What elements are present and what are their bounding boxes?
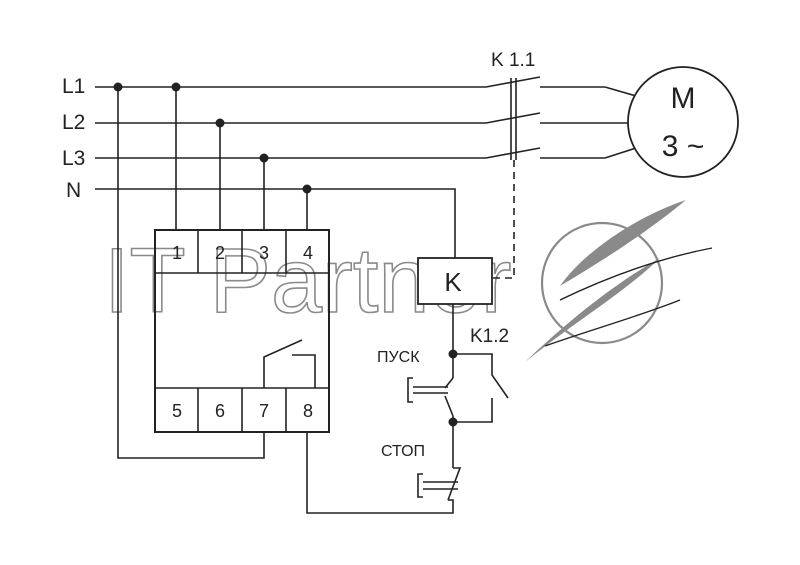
- coil-k: K: [417, 257, 493, 305]
- relay-block: 1 2 3 4 5 6 7 8: [154, 229, 330, 433]
- motor-rating: 3 ~: [662, 130, 705, 163]
- motor-icon: [627, 66, 739, 178]
- terminal-3: 3: [259, 243, 269, 263]
- terminal-2: 2: [215, 243, 225, 263]
- line-label-n: N: [66, 179, 81, 202]
- main-contactor-k11: K 1.1: [485, 50, 637, 279]
- terminal-6: 6: [215, 401, 225, 421]
- motor-letter: M: [671, 82, 696, 115]
- junction-dot: [259, 153, 269, 163]
- mechanical-link: [492, 160, 515, 279]
- start-button: ПУСК: [377, 349, 454, 468]
- wire-stop-to-terminal-8: [306, 432, 454, 514]
- junction-dot: [448, 417, 458, 427]
- junction-dot: [215, 118, 225, 128]
- junction-dot: [113, 82, 123, 92]
- line-label-l1: L1: [62, 75, 85, 98]
- terminal-4: 4: [303, 243, 313, 263]
- line-label-l3: L3: [62, 147, 85, 170]
- terminal-1: 1: [172, 243, 182, 263]
- wire-l1-to-terminal-7: [117, 87, 265, 459]
- watermark-logo-icon: [525, 200, 713, 362]
- coil-label: K: [444, 267, 462, 297]
- junction-dot: [171, 82, 181, 92]
- stop-button-label: СТОП: [381, 443, 425, 460]
- junction-dot: [302, 184, 312, 194]
- wire-n: [95, 188, 456, 258]
- motor: M 3 ~: [627, 66, 739, 178]
- stop-button: СТОП: [306, 432, 462, 514]
- aux-contact-label: K1.2: [470, 326, 509, 347]
- coil-symbol: [417, 257, 493, 305]
- terminal-7: 7: [259, 401, 269, 421]
- main-contact-label: K 1.1: [491, 50, 535, 71]
- aux-contact-k12: K1.2: [453, 326, 509, 423]
- terminal-8: 8: [303, 401, 313, 421]
- terminal-5: 5: [172, 401, 182, 421]
- relay-internal-contact: [263, 339, 303, 388]
- start-button-label: ПУСК: [377, 349, 420, 366]
- watermark: IT Partner: [103, 200, 713, 362]
- line-label-l2: L2: [62, 111, 85, 134]
